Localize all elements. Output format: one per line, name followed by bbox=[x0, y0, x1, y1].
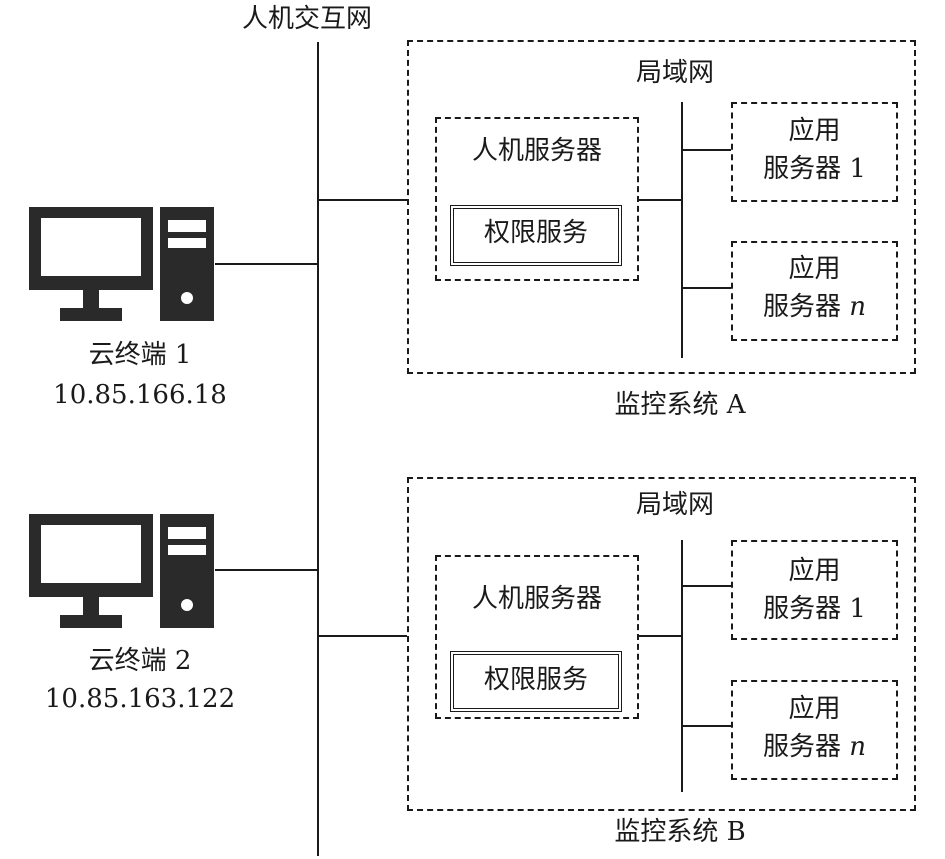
computer-icon bbox=[29, 514, 214, 628]
system-a-permission-service-label: 权限服务 bbox=[483, 218, 588, 248]
system-b-app-server-1-line1: 应用 bbox=[788, 556, 841, 586]
system-a-app-server-n-line1: 应用 bbox=[788, 254, 841, 284]
system-a-box bbox=[407, 40, 916, 374]
system-b-app-server-n-box bbox=[731, 680, 898, 780]
system-a-app-server-n-index: n bbox=[849, 292, 866, 322]
system-a-app-server-n-box bbox=[731, 241, 898, 341]
system-a-permission-service-box bbox=[450, 205, 622, 266]
system-a-app-server-1-line1: 应用 bbox=[788, 116, 841, 146]
terminal-2-name: 云终端 2 bbox=[88, 646, 192, 676]
system-a-app-server-n-line2: 服务器 n bbox=[762, 292, 866, 322]
terminal-2-ip: 10.85.163.122 bbox=[44, 684, 236, 714]
system-a-app-server-1-line2: 服务器 1 bbox=[763, 154, 866, 184]
system-a-hmi-server-label: 人机服务器 bbox=[471, 136, 602, 166]
system-a-hmi-server-box bbox=[435, 117, 639, 281]
system-b-app-server-n-index: n bbox=[849, 732, 866, 762]
system-a-caption: 监控系统 A bbox=[614, 390, 746, 420]
computer-icon bbox=[29, 207, 214, 321]
system-b-permission-service-label: 权限服务 bbox=[483, 665, 588, 695]
network-label: 人机交互网 bbox=[242, 4, 373, 34]
system-b-lan-label: 局域网 bbox=[635, 490, 714, 520]
system-b-app-server-1-index: 1 bbox=[849, 594, 866, 624]
system-b-hmi-server-label: 人机服务器 bbox=[471, 584, 602, 614]
system-b-app-server-n-line1: 应用 bbox=[788, 694, 841, 724]
system-b-app-server-n-line2: 服务器 n bbox=[762, 732, 866, 762]
system-b-app-server-1-line2: 服务器 1 bbox=[763, 594, 866, 624]
system-a-lan-label: 局域网 bbox=[635, 58, 714, 88]
system-b-app-server-1-box bbox=[731, 540, 898, 640]
system-b-caption: 监控系统 B bbox=[614, 817, 746, 847]
terminal-1-ip: 10.85.166.18 bbox=[53, 380, 227, 410]
system-b-hmi-server-box bbox=[435, 555, 639, 719]
system-a-app-server-1-box bbox=[731, 102, 898, 202]
system-b-permission-service-box bbox=[450, 651, 622, 712]
system-a-app-server-1-index: 1 bbox=[849, 154, 866, 184]
terminal-1-name: 云终端 1 bbox=[88, 340, 192, 370]
system-b-box bbox=[407, 477, 916, 811]
